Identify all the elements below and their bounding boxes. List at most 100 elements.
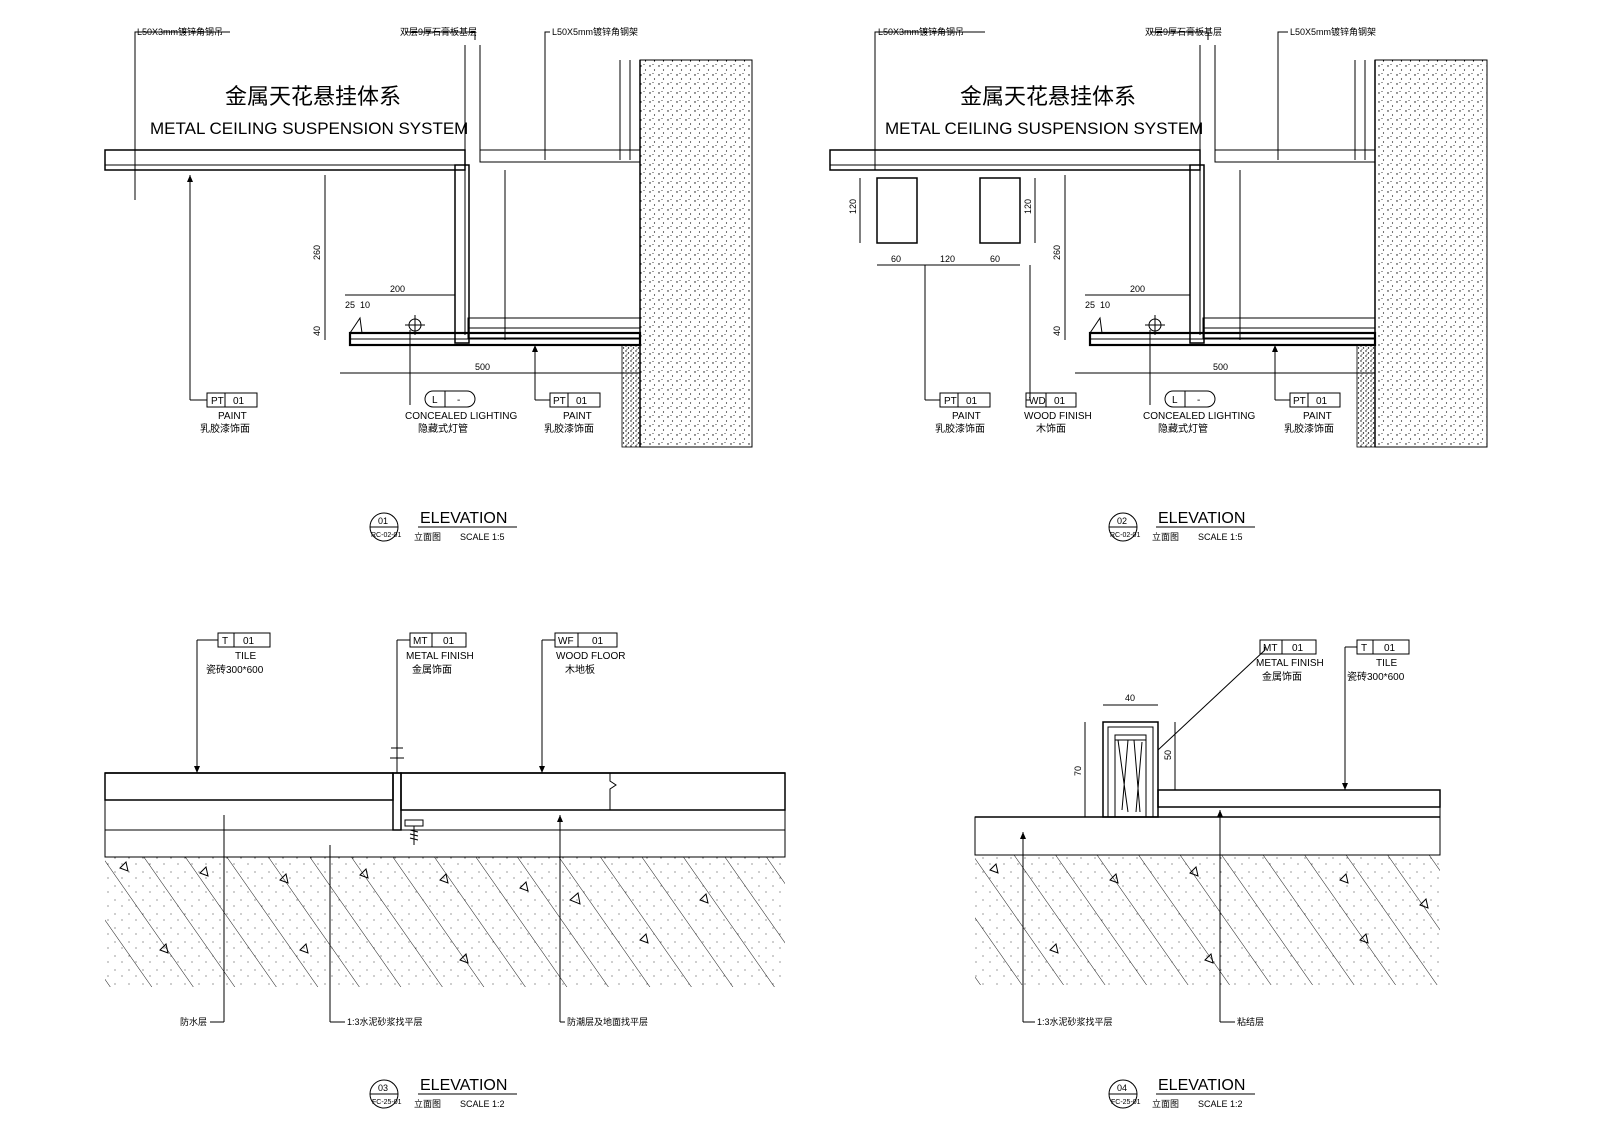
svg-text:MT: MT [1263, 643, 1277, 654]
svg-text:01: 01 [1384, 643, 1396, 654]
svg-text:RC-02-01: RC-02-01 [371, 532, 401, 539]
system-title-cn: 金属天花悬挂体系 [960, 85, 1136, 110]
dim-120-c: 120 [940, 254, 955, 264]
dim-40: 40 [1052, 326, 1062, 336]
svg-text:瓷砖300*600: 瓷砖300*600 [1347, 670, 1405, 683]
leader-text-gypsum-base: 双层9厚石膏板基层 [1145, 26, 1222, 37]
svg-text:TILE: TILE [1376, 658, 1397, 669]
tag-paint-1: PT 01 PAINT 乳胶漆饰面 [200, 392, 258, 435]
dim-40: 40 [312, 326, 322, 336]
detail-2-title: 02 RC-02-01 ELEVATION 立面图 SCALE 1:5 [1108, 510, 1255, 542]
svg-text:01: 01 [592, 636, 604, 647]
svg-text:SCALE 1:2: SCALE 1:2 [460, 1099, 505, 1109]
svg-text:METAL FINISH: METAL FINISH [406, 651, 474, 662]
svg-text:乳胶漆饰面: 乳胶漆饰面 [935, 422, 985, 435]
tag-lighting-1: L - CONCEALED LIGHTING 隐藏式灯管 [405, 390, 517, 435]
system-title-en: METAL CEILING SUSPENSION SYSTEM [885, 119, 1203, 138]
tag-metal-finish: MT 01 METAL FINISH 金属饰面 [406, 632, 474, 676]
dim-10: 10 [360, 300, 370, 310]
metal-threshold [1102, 721, 1159, 818]
svg-text:SCALE 1:5: SCALE 1:5 [1198, 532, 1243, 542]
svg-text:03: 03 [378, 1083, 388, 1093]
tag-metal-finish: MT 01 METAL FINISH 金属饰面 [1256, 639, 1324, 683]
dim-40: 40 [1125, 693, 1135, 703]
svg-text:FC-25-01: FC-25-01 [372, 1099, 402, 1106]
svg-text:金属饰面: 金属饰面 [412, 663, 452, 676]
note-bonding: 粘结层 [1237, 1016, 1264, 1027]
svg-text:MT: MT [413, 636, 427, 647]
dim-70: 70 [1073, 766, 1083, 776]
leader-text-angle-frame: L50X5mm镀锌角钢架 [552, 26, 638, 37]
tile-mortar [1157, 806, 1441, 818]
tile-mortar [104, 799, 394, 831]
svg-text:ELEVATION: ELEVATION [420, 510, 507, 527]
svg-text:PAINT: PAINT [563, 411, 592, 422]
svg-text:PT: PT [553, 396, 566, 407]
note-waterproof: 防水层 [180, 1016, 207, 1027]
system-title-en: METAL CEILING SUSPENSION SYSTEM [150, 119, 468, 138]
wood-block [876, 177, 918, 244]
svg-text:-: - [1197, 395, 1200, 406]
svg-text:-: - [457, 395, 460, 406]
svg-text:木饰面: 木饰面 [1036, 422, 1066, 435]
tag-paint-2: PT 01 PAINT 乳胶漆饰面 [1275, 392, 1341, 435]
leader-text-angle-hanger: L50X3mm镀锌角钢吊 [878, 26, 964, 37]
wood-block [979, 177, 1021, 244]
detail-3-title: 03 FC-25-01 ELEVATION 立面图 SCALE 1:2 [369, 1077, 517, 1109]
svg-text:01: 01 [378, 516, 388, 526]
svg-text:隐藏式灯管: 隐藏式灯管 [418, 422, 468, 435]
svg-text:01: 01 [966, 396, 978, 407]
svg-text:PAINT: PAINT [952, 411, 981, 422]
svg-text:ELEVATION: ELEVATION [1158, 510, 1245, 527]
svg-text:WOOD FINISH: WOOD FINISH [1024, 411, 1092, 422]
dim-25: 25 [1085, 300, 1095, 310]
svg-text:01: 01 [243, 636, 255, 647]
tag-lighting-2: L - CONCEALED LIGHTING 隐藏式灯管 [1143, 390, 1255, 435]
svg-text:L: L [432, 395, 438, 406]
svg-text:金属饰面: 金属饰面 [1262, 670, 1302, 683]
dim-25: 25 [345, 300, 355, 310]
dim-260: 260 [1052, 245, 1062, 260]
dim-120-a: 120 [848, 199, 858, 214]
svg-text:WF: WF [558, 636, 574, 647]
screed-layer [104, 829, 786, 858]
svg-text:01: 01 [233, 396, 245, 407]
tag-wood-floor: WF 01 WOOD FLOOR 木地板 [554, 632, 625, 676]
tag-wood-finish: WD 01 WOOD FINISH 木饰面 [1024, 392, 1092, 435]
dim-500: 500 [1213, 362, 1228, 372]
note-moisture: 防潮层及地面找平层 [567, 1016, 648, 1027]
svg-text:瓷砖300*600: 瓷砖300*600 [206, 663, 264, 676]
svg-text:METAL FINISH: METAL FINISH [1256, 658, 1324, 669]
svg-text:TILE: TILE [235, 651, 256, 662]
svg-text:T: T [1361, 643, 1367, 654]
note-screed: 1:3水泥砂浆找平层 [347, 1016, 423, 1027]
tag-tile: T 01 TILE 瓷砖300*600 [206, 632, 271, 676]
dim-60-b: 60 [990, 254, 1000, 264]
detail-4-title: 04 FC-25-01 ELEVATION 立面图 SCALE 1:2 [1108, 1077, 1255, 1109]
dim-200: 200 [390, 284, 405, 294]
svg-text:ELEVATION: ELEVATION [420, 1077, 507, 1094]
svg-text:立面图: 立面图 [1152, 531, 1179, 542]
svg-text:SCALE 1:2: SCALE 1:2 [1198, 1099, 1243, 1109]
wood-floor [400, 772, 786, 811]
svg-text:CONCEALED LIGHTING: CONCEALED LIGHTING [1143, 411, 1255, 422]
svg-text:PT: PT [1293, 396, 1306, 407]
svg-text:乳胶漆饰面: 乳胶漆饰面 [1284, 422, 1334, 435]
svg-text:立面图: 立面图 [1152, 1098, 1179, 1109]
svg-text:乳胶漆饰面: 乳胶漆饰面 [200, 422, 250, 435]
dim-10: 10 [1100, 300, 1110, 310]
svg-text:立面图: 立面图 [414, 531, 441, 542]
tile-layer [1157, 789, 1441, 808]
tag-paint-2: PT 01 PAINT 乳胶漆饰面 [535, 392, 601, 435]
leader-text-angle-hanger: L50X3mm镀锌角钢吊 [137, 26, 223, 37]
svg-text:04: 04 [1117, 1083, 1127, 1093]
svg-text:木地板: 木地板 [565, 663, 595, 676]
svg-text:FC-25-01: FC-25-01 [1111, 1099, 1141, 1106]
svg-text:01: 01 [1054, 396, 1066, 407]
detail-4: 40 70 50 1:3水泥砂浆找平层 粘结层 MT 01 METAL FINI… [974, 639, 1441, 1109]
tag-paint-1: PT 01 PAINT 乳胶漆饰面 [925, 392, 991, 435]
svg-text:L: L [1172, 395, 1178, 406]
dim-50: 50 [1163, 750, 1173, 760]
dim-260: 260 [312, 245, 322, 260]
